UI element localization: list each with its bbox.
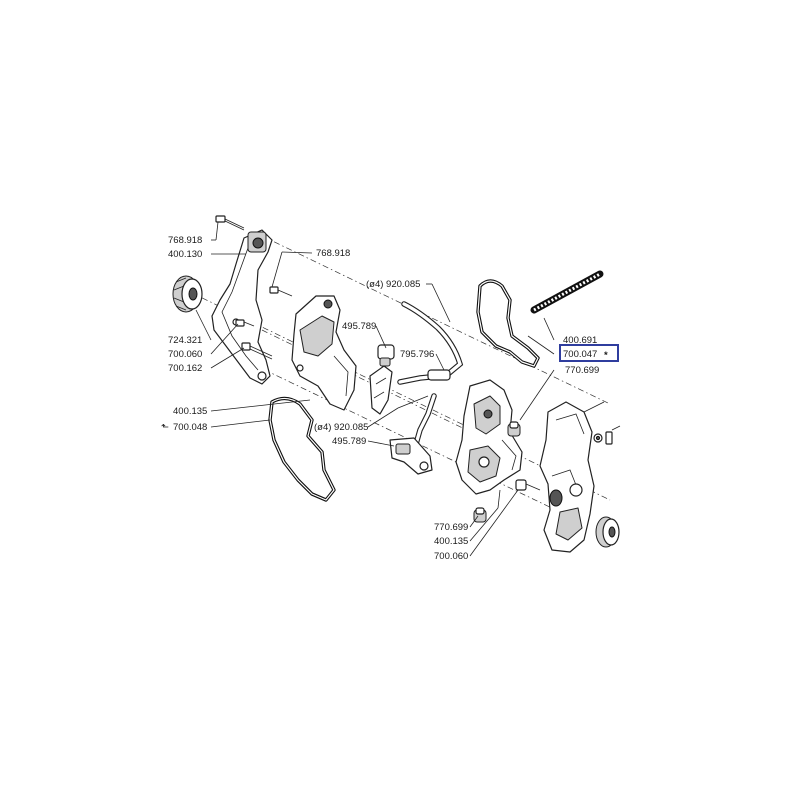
part-label-920-085-upper: (ø4) 920.085 — [366, 279, 420, 290]
part-labels: 768.918 400.130 768.918 (ø4) 920.085 495… — [161, 235, 608, 562]
toothed-pulley-right — [595, 516, 620, 548]
gasket-700-047 — [476, 279, 540, 368]
part-label-768-918-top: 768.918 — [168, 235, 202, 246]
breather-hose-connector — [397, 369, 451, 385]
part-label-700-060-left: 700.060 — [168, 349, 202, 360]
central-housing — [455, 379, 523, 495]
middle-cover-upper — [291, 295, 357, 411]
hose-connector-lower — [389, 437, 433, 475]
hose-connector-upper — [377, 344, 395, 367]
assembly-axis-lines — [189, 235, 611, 513]
spring-rod-400-691 — [530, 270, 604, 314]
leader-lines — [195, 221, 555, 557]
asterisk-marker: * — [604, 350, 608, 361]
bolt-768-918-top — [215, 215, 245, 231]
highlight-box-700-047 — [559, 344, 619, 362]
nut-770-699-lower — [473, 507, 487, 523]
part-label-768-918-mid: 768.918 — [316, 248, 350, 259]
hose-bracket-795-796 — [369, 365, 393, 415]
breather-hose-upper — [401, 301, 464, 377]
part-label-700-048: 700.048 — [173, 422, 207, 433]
breather-hose-lower — [413, 393, 437, 447]
part-label-724-321: 724.321 — [168, 335, 202, 346]
part-label-920-085-lower: (ø4) 920.085 — [314, 422, 368, 433]
part-label-795-796: 795.796 — [400, 349, 434, 360]
washer-right — [593, 425, 621, 445]
gasket-700-048 — [268, 396, 336, 502]
bolt-700-060-lower — [515, 479, 541, 491]
part-label-700-162: 700.162 — [168, 363, 202, 374]
bolt-768-918-mid — [269, 286, 293, 297]
part-label-400-691: 400.691 — [563, 335, 597, 346]
timing-cover-left — [211, 229, 273, 385]
arrow-marker: ⬑ — [161, 422, 169, 433]
part-label-495-789-lower: 495.789 — [332, 436, 366, 447]
part-label-700-047: 700.047 — [563, 349, 597, 360]
part-label-400-135-upper: 400.135 — [173, 406, 207, 417]
part-label-495-789-upper: 495.789 — [342, 321, 376, 332]
part-label-770-699-upper: 770.699 — [565, 365, 599, 376]
part-label-700-060-lower: 700.060 — [434, 551, 468, 562]
part-label-400-130: 400.130 — [168, 249, 202, 260]
part-label-400-135-lower: 400.135 — [434, 536, 468, 547]
timing-cover-right — [539, 401, 605, 553]
part-label-770-699-lower: 770.699 — [434, 522, 468, 533]
toothed-pulley-left — [172, 275, 203, 313]
nut-770-699-upper — [507, 421, 521, 437]
